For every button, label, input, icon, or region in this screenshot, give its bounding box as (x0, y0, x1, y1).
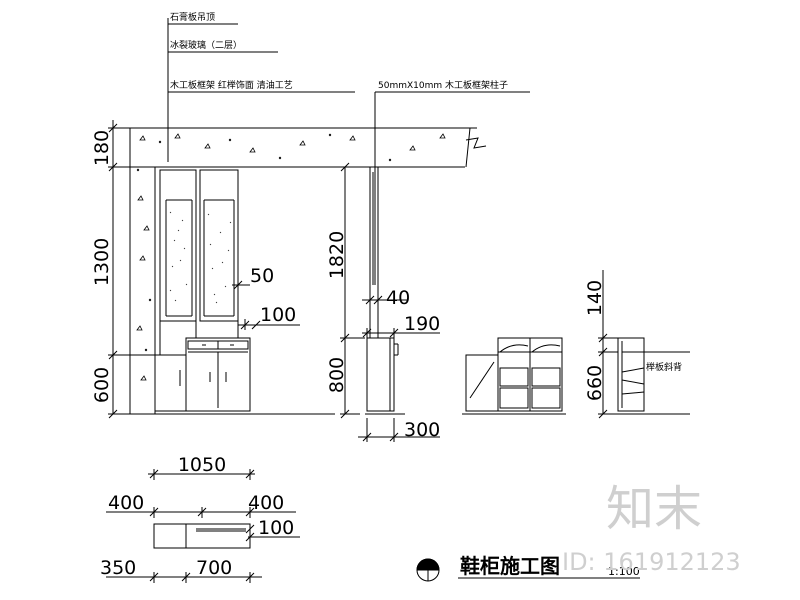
dim-300: 300 (404, 419, 440, 441)
concrete-hatch (137, 134, 445, 380)
dim-600: 600 (91, 367, 113, 403)
right-side-panel (610, 338, 690, 414)
dim-800: 800 (326, 357, 348, 393)
dim-100: 100 (260, 304, 296, 326)
note-partition: 50mmX10mm 木工板框架柱子 (378, 79, 508, 91)
drawing-title: 鞋柜施工图 (460, 554, 560, 578)
glass-side-dims (232, 281, 300, 330)
section-dimension-chain (340, 163, 440, 442)
note-side-panel: 榉板斜背 (646, 361, 682, 373)
dimension-labels: 180 1300 600 50 100 1820 40 190 800 300 … (91, 130, 606, 579)
dim-700: 700 (196, 557, 232, 579)
drawing-scale: 1:100 (608, 565, 640, 578)
dim-140: 140 (584, 280, 606, 316)
dim-400-left: 400 (108, 492, 144, 514)
watermark: 知末 ID: 161912123 (562, 481, 741, 576)
note-frame: 木工板框架 红榉饰面 清油工艺 (170, 79, 293, 91)
dim-1050: 1050 (178, 454, 226, 476)
plan-dimension-chain (106, 469, 300, 583)
dim-40: 40 (386, 287, 410, 309)
concrete-wall-and-ceiling (120, 128, 486, 414)
note-leaders (168, 18, 530, 285)
dim-400-right: 400 (248, 492, 284, 514)
shoe-cabinet-elevation (155, 338, 250, 411)
north-arrow-icon (417, 558, 439, 582)
left-dimension-chain (108, 120, 155, 418)
dim-1300: 1300 (91, 238, 113, 286)
dim-180: 180 (91, 130, 113, 166)
dim-660: 660 (584, 365, 606, 401)
section-partition (365, 167, 405, 414)
dim-100-plan: 100 (258, 517, 294, 539)
note-glass: 冰裂玻璃（二层） (170, 39, 242, 51)
watermark-brand: 知末 (606, 481, 702, 537)
plan-view (154, 524, 250, 548)
annotation-notes: 石膏板吊顶 冰裂玻璃（二层） 木工板框架 红榉饰面 清油工艺 50mmX10mm… (170, 11, 682, 373)
note-ceiling: 石膏板吊顶 (170, 11, 215, 23)
watermark-id: ID: 161912123 (562, 548, 741, 576)
interior-elevation (462, 338, 566, 414)
dim-50: 50 (250, 265, 274, 287)
frosted-glass-panels (160, 170, 238, 355)
dim-350: 350 (100, 557, 136, 579)
dim-190: 190 (404, 313, 440, 335)
dim-1820: 1820 (326, 231, 348, 279)
right-dimension-chain (598, 270, 618, 418)
